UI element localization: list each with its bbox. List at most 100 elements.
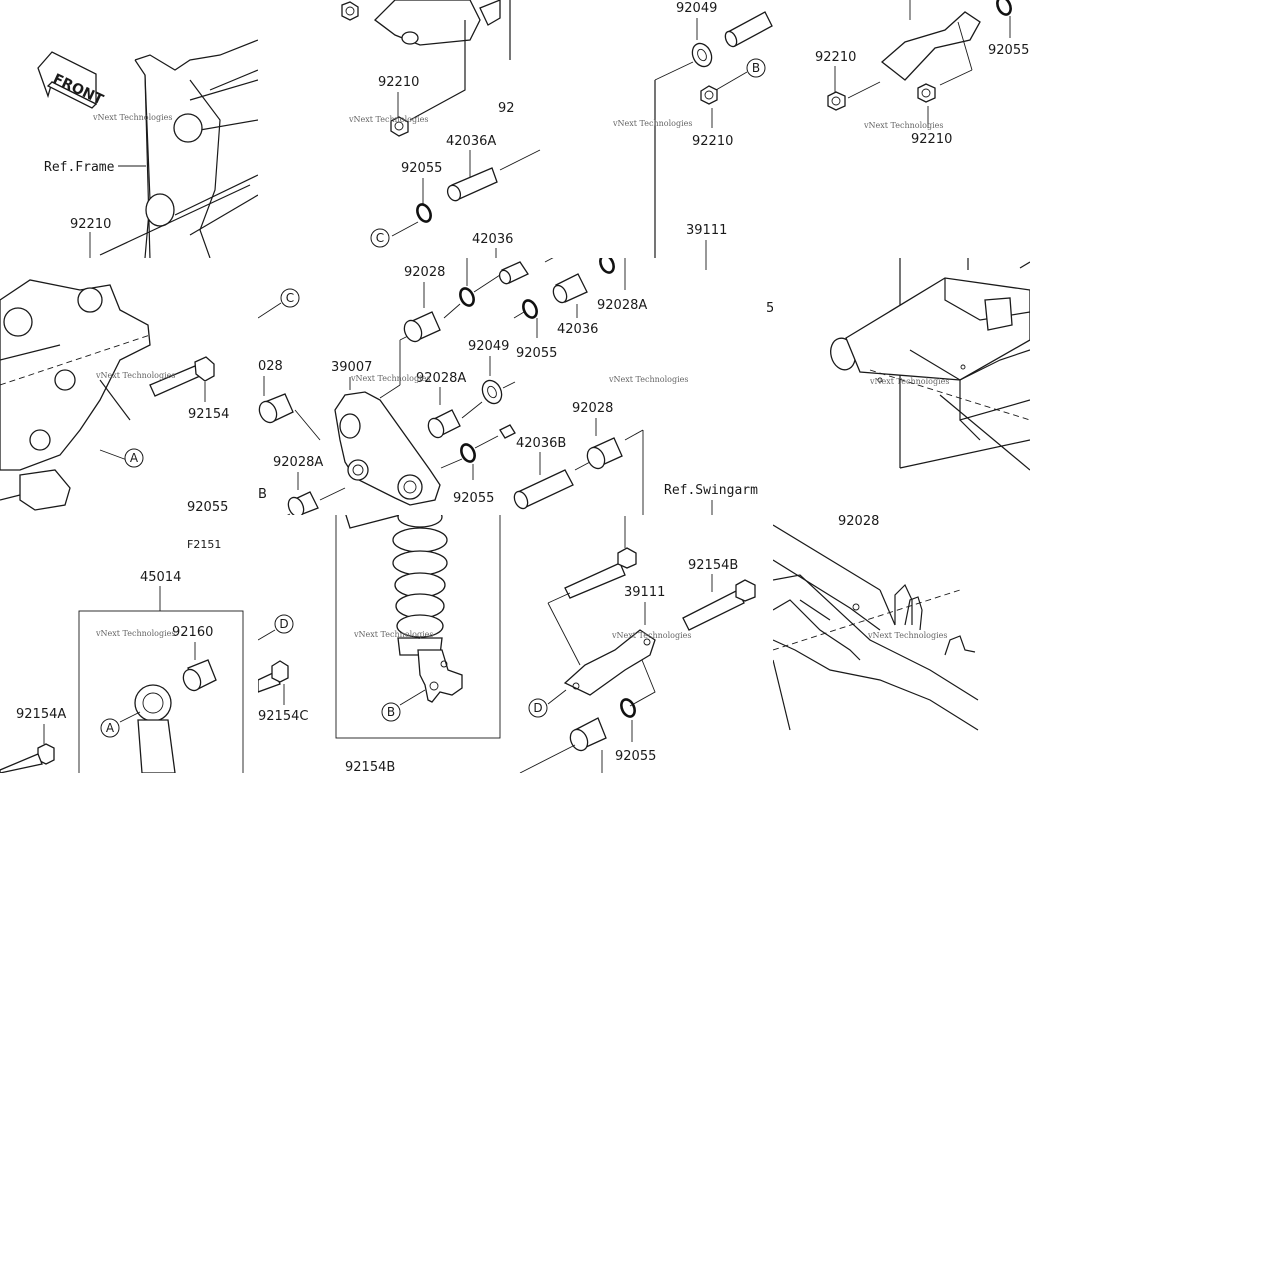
tile-rocker-arm: C 028 92028A B 39007 9202: [258, 258, 774, 515]
sleeve-upper: [724, 11, 773, 48]
watermark: vNext Technologies: [608, 375, 688, 384]
part-label: 42036: [557, 322, 598, 337]
part-label: 39111: [686, 223, 727, 238]
ref-swingarm-label: Ref.Swingarm: [664, 483, 758, 498]
rocker-arm-39007: [334, 391, 441, 506]
watermark: vNext Technologies: [95, 371, 175, 380]
part-label: 92: [498, 101, 515, 116]
tile-shock-spring: D 92154C B 92154B: [258, 515, 756, 775]
part-label: 42036A: [446, 134, 496, 149]
figure-code: F2151: [187, 538, 221, 551]
spring-group-box: [335, 515, 501, 739]
part-label: 028: [258, 359, 283, 374]
part-label: 92210: [70, 217, 111, 232]
callout-label: C: [286, 291, 294, 305]
swingarm-body: [773, 524, 979, 731]
callout-label: A: [106, 721, 115, 735]
sleeve-42036-b: [552, 273, 588, 304]
watermark: vNext Technologies: [867, 631, 947, 640]
tile-frame: FRONT Ref.Frame 92210 vNext Technologies: [37, 39, 258, 258]
nut-92210-d: [827, 91, 846, 111]
tile-upper-rod: 92055 92210 92210 vNext Technologies: [815, 0, 1029, 147]
part-label: 5: [766, 301, 774, 316]
callout-label: B: [752, 61, 760, 75]
part-label: 92160: [172, 625, 213, 640]
callout-label: D: [533, 701, 542, 715]
bushing-92028-right: [586, 437, 623, 470]
watermark: vNext Technologies: [350, 374, 430, 383]
part-label: 92210: [815, 50, 856, 65]
bolt-92154: [149, 356, 215, 397]
part-label: 92210: [378, 75, 419, 90]
bushing-92028-top: [403, 311, 441, 343]
part-label: 92154B: [688, 558, 738, 573]
bushing-mid: [427, 409, 461, 439]
part-label: 92154: [188, 407, 229, 422]
part-label: 42036: [472, 232, 513, 247]
tile-swingarm: 92028 vNext Technologies: [773, 515, 979, 731]
part-label: 92028A: [597, 298, 647, 313]
watermark: vNext Technologies: [348, 115, 428, 124]
shock-top-eye: [134, 684, 176, 773]
part-label: 45014: [140, 570, 181, 585]
part-label: 92055: [615, 749, 656, 764]
frame-outline: [99, 39, 258, 258]
watermark: vNext Technologies: [612, 119, 692, 128]
swingarm-pivot: [830, 277, 1030, 471]
part-label: 92210: [692, 134, 733, 149]
part-label: B: [258, 487, 267, 502]
watermark: vNext Technologies: [353, 630, 433, 639]
frame-mount-bracket: [0, 279, 151, 511]
washer-92049: [481, 379, 503, 405]
part-label: 92028: [404, 265, 445, 280]
bolt-upper: [564, 516, 637, 599]
part-label: 92210: [911, 132, 952, 147]
bolt-92154B: [682, 579, 756, 631]
bushing-92028A: [287, 491, 319, 515]
part-label: 92055: [401, 161, 442, 176]
bushing-lower: [569, 717, 607, 752]
front-arrow: FRONT: [37, 51, 106, 109]
bolt-92154C: [258, 660, 289, 693]
shock-lower-clevis: [417, 649, 463, 703]
oring: [522, 299, 538, 319]
nut-92210-c: [700, 85, 718, 105]
callout-a: A: [124, 448, 144, 468]
oring-92055: [620, 698, 636, 718]
oring: [459, 287, 475, 307]
watermark: vNext Technologies: [95, 629, 175, 638]
oring-92055: [996, 0, 1012, 16]
sleeve-42036: [498, 261, 529, 285]
callout-d: D: [274, 614, 294, 634]
callout-label: C: [376, 231, 384, 245]
callout-c: C: [370, 228, 390, 248]
callout-b: B: [381, 702, 401, 722]
callout-d: D: [528, 698, 548, 718]
part-label: 92154C: [258, 709, 308, 724]
watermark: vNext Technologies: [611, 631, 691, 640]
chain-guide-clip: [894, 583, 976, 656]
tile-shock-top: F2151 45014 92160 A 92154A vNext Technol…: [0, 538, 244, 773]
tile-swingarm-pivot: vNext Technologies: [830, 258, 1030, 471]
callout-label: B: [387, 705, 395, 719]
tie-rod-upper: [880, 0, 981, 81]
watermark: vNext Technologies: [92, 113, 172, 122]
washer-92049: [691, 42, 713, 68]
shock-group-box: [78, 610, 244, 773]
nut-92210-e: [917, 83, 936, 103]
part-label: 92049: [676, 1, 717, 16]
part-label: 92154B: [345, 760, 395, 775]
bushing-92028: [258, 393, 294, 424]
tile-frame-mount: 92154 A 92055 vNext Technologies: [0, 279, 229, 515]
callout-label: D: [279, 617, 288, 631]
part-label: 92028A: [273, 455, 323, 470]
coil-spring: [345, 515, 448, 656]
oring-92055: [416, 203, 432, 223]
nut-92210-b: [390, 116, 409, 137]
part-label: 92028A: [416, 371, 466, 386]
callout-a: A: [100, 718, 120, 738]
ref-frame-label: Ref.Frame: [44, 160, 115, 175]
part-label: 92055: [187, 500, 228, 515]
bolt-92154A: [0, 743, 55, 773]
